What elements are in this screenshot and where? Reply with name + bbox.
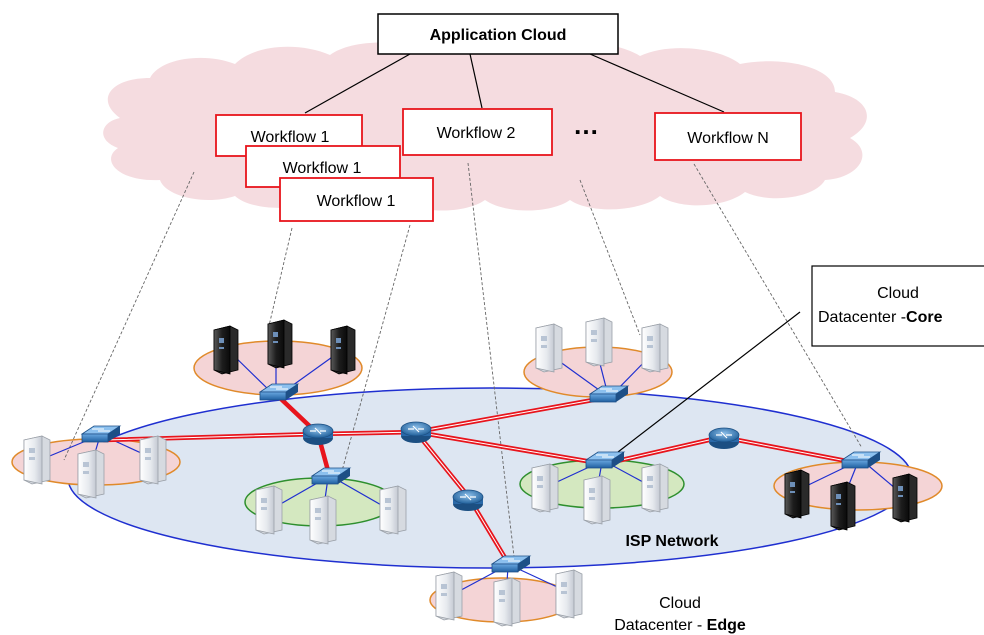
server-icon — [493, 577, 521, 627]
core-callout-line1: Cloud — [877, 285, 919, 302]
edge-callout: Cloud Datacenter - Edge — [614, 595, 746, 634]
workflow-ellipsis: … — [573, 110, 599, 140]
server-icon — [379, 485, 407, 535]
server-icon — [641, 463, 669, 513]
server-icon — [435, 571, 463, 621]
workflow-label: Workflow 2 — [437, 125, 516, 142]
server-icon — [830, 481, 856, 531]
workflow-box: Workflow N — [654, 112, 802, 161]
server-icon — [585, 317, 613, 367]
server-icon — [77, 449, 105, 499]
workflow-box: Workflow 2 — [402, 108, 553, 156]
server-icon — [330, 325, 356, 375]
server-icon — [23, 435, 51, 485]
router-icon — [400, 421, 432, 444]
server-icon — [267, 319, 293, 369]
core-callout: Cloud Datacenter -Core — [811, 265, 984, 347]
server-icon — [641, 323, 669, 373]
core-callout-pointer — [617, 311, 801, 453]
server-icon — [309, 495, 337, 545]
router-icon — [708, 427, 740, 450]
router-icon — [452, 489, 484, 512]
workflow-label: Workflow N — [687, 130, 769, 147]
server-icon — [139, 435, 167, 485]
router-icon — [302, 423, 334, 446]
server-icon — [531, 463, 559, 513]
server-icon — [892, 473, 918, 523]
workflow-box: Workflow 1 — [279, 177, 434, 222]
application-cloud-box: Application Cloud — [377, 13, 619, 55]
server-icon — [583, 475, 611, 525]
server-icon — [784, 469, 810, 519]
edge-callout-line1: Cloud — [659, 595, 701, 612]
mapping-lines — [63, 162, 863, 566]
workflow-label: Workflow 1 — [317, 193, 396, 210]
server-icon — [213, 325, 239, 375]
edge-callout-line2: Datacenter - Edge — [614, 617, 746, 634]
application-cloud-label: Application Cloud — [430, 27, 567, 44]
core-callout-line2: Datacenter -Core — [818, 309, 943, 326]
isp-network-label: ISP Network — [625, 533, 718, 550]
server-icon — [255, 485, 283, 535]
workflow-label: Workflow 1 — [283, 160, 362, 177]
server-icon — [535, 323, 563, 373]
server-icon — [555, 569, 583, 619]
workflow-label: Workflow 1 — [251, 129, 330, 146]
application-links — [304, 53, 725, 114]
